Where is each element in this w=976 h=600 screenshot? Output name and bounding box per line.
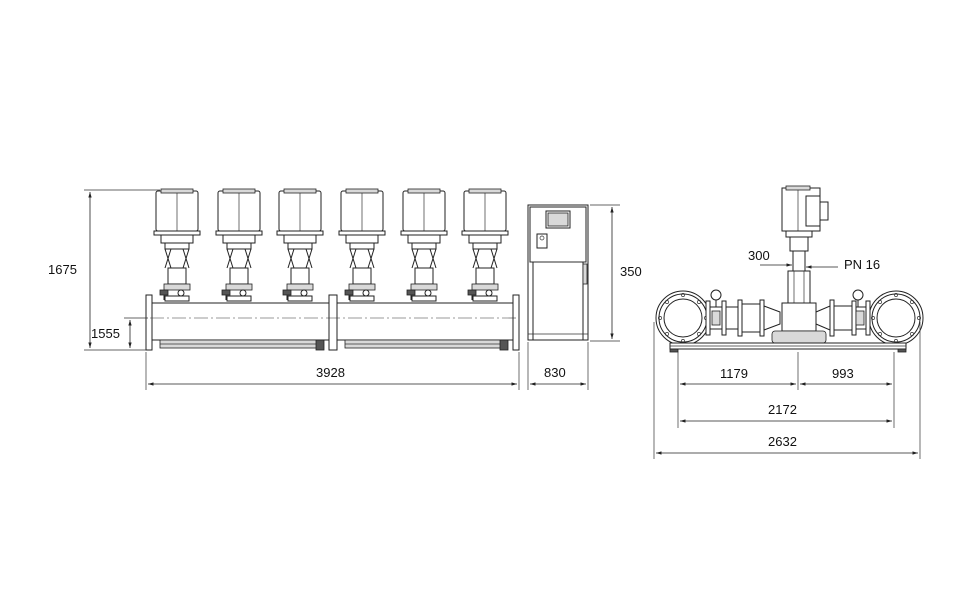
pump-1 (153, 188, 201, 302)
pump-3 (276, 188, 324, 302)
label-left-span: 1179 (720, 366, 748, 381)
manifold (145, 294, 520, 351)
label-overall-length: 3928 (316, 365, 345, 380)
dim-overall-width: 2632 (653, 322, 921, 459)
pump-5 (400, 188, 448, 302)
label-inner-width: 2172 (768, 402, 797, 417)
label-right-span: 993 (832, 366, 854, 381)
label-manifold-height: 1555 (91, 326, 120, 341)
label-cabinet-width: 830 (544, 365, 566, 380)
dim-overall-height: 1675 (48, 189, 160, 351)
pump-2 (215, 188, 263, 302)
label-cabinet-height: 350 (620, 264, 642, 279)
dim-manifold-height: 1555 (91, 317, 148, 348)
dim-overall-length: 3928 (145, 352, 520, 390)
dim-cabinet-height: 350 (590, 204, 642, 342)
side-view: 300 PN 16 1179 993 2172 2632 (653, 185, 924, 459)
label-overall-height: 1675 (48, 262, 77, 277)
pump-6 (461, 188, 509, 302)
front-view: 1675 1555 3928 830 350 (48, 188, 642, 390)
suction-piping (705, 289, 781, 337)
label-motor-offset: 300 (748, 248, 770, 263)
label-overall-width: 2632 (768, 434, 797, 449)
left-flange (655, 290, 711, 346)
control-cabinet (527, 204, 589, 341)
discharge-piping (815, 289, 871, 337)
label-pressure-rating: PN 16 (844, 257, 880, 272)
dim-spans: 1179 993 (677, 352, 895, 428)
right-flange (868, 290, 924, 346)
dim-cabinet-width: 830 (527, 342, 589, 390)
dim-inner-width: 2172 (680, 402, 892, 423)
pump-4 (338, 188, 386, 302)
side-motor (781, 185, 829, 332)
side-base-frame (669, 330, 907, 353)
dim-motor-offset: 300 PN 16 (748, 248, 880, 272)
